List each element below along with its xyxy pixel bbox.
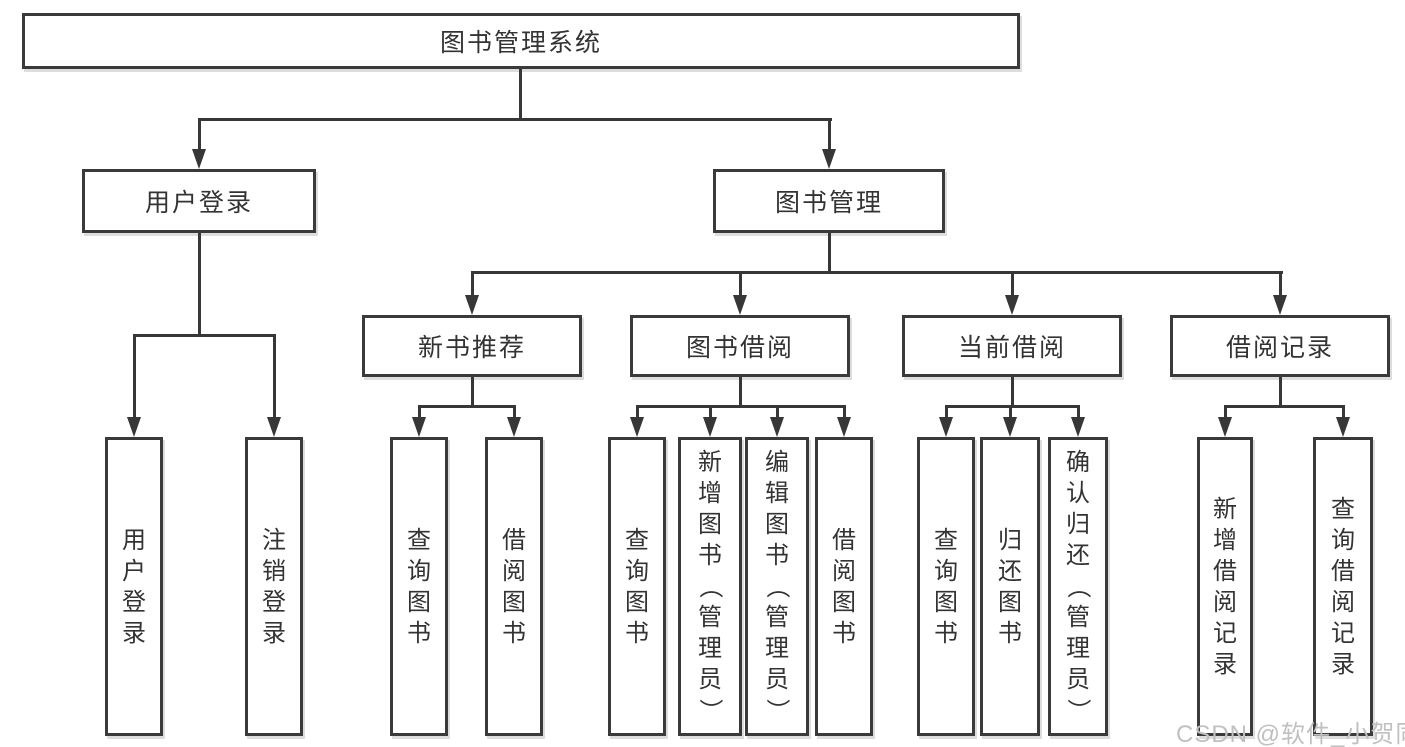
connector-line	[945, 405, 948, 421]
leaf-query-books-recommend: 查询图书	[390, 437, 448, 736]
connector-line	[198, 118, 201, 153]
connector-line	[843, 405, 846, 421]
connector-line	[471, 271, 1283, 274]
connector-arrowhead	[1273, 295, 1287, 315]
connector-line	[198, 118, 832, 121]
leaf-borrow-books: 借阅图书	[815, 437, 873, 736]
connector-line	[519, 69, 522, 118]
watermark: CSDN @软件_小贺同学	[1176, 721, 1405, 747]
connector-line	[1279, 271, 1282, 299]
connector-line	[198, 233, 201, 337]
connector-line	[133, 334, 136, 419]
connector-arrowhead	[822, 149, 836, 169]
connector-line	[1009, 405, 1012, 421]
connector-line	[828, 118, 831, 153]
leaf-return-book: 归还图书	[980, 437, 1040, 736]
connector-line	[1077, 405, 1080, 421]
connector-arrowhead	[1071, 417, 1085, 437]
connector-line	[513, 405, 516, 421]
connector-arrowhead	[267, 417, 281, 437]
connector-arrowhead	[1218, 417, 1232, 437]
connector-line	[636, 405, 845, 408]
node-book-borrow: 图书借阅	[630, 315, 850, 377]
connector-arrowhead	[703, 417, 717, 437]
leaf-logout-login: 注销登录	[245, 437, 303, 736]
connector-line	[1279, 377, 1282, 408]
connector-arrowhead	[507, 417, 521, 437]
connector-arrowhead	[412, 417, 426, 437]
connector-arrowhead	[630, 417, 644, 437]
node-current-borrow: 当前借阅	[902, 315, 1122, 377]
connector-arrowhead	[1005, 295, 1019, 315]
node-user-login: 用户登录	[82, 169, 316, 233]
leaf-borrow-books-recommend: 借阅图书	[485, 437, 543, 736]
leaf-add-borrow-record: 新增借阅记录	[1197, 437, 1253, 736]
leaf-query-borrow-record: 查询借阅记录	[1313, 437, 1373, 736]
connector-line	[828, 233, 831, 274]
connector-line	[133, 334, 276, 337]
connector-arrowhead	[733, 295, 747, 315]
connector-arrowhead	[127, 417, 141, 437]
connector-line	[471, 271, 474, 299]
connector-line	[709, 405, 712, 421]
node-root: 图书管理系统	[22, 13, 1020, 69]
connector-arrowhead	[837, 417, 851, 437]
connector-line	[1011, 377, 1014, 408]
connector-line	[945, 405, 1079, 408]
connector-line	[1224, 405, 1227, 421]
connector-line	[739, 271, 742, 299]
connector-line	[1342, 405, 1345, 421]
leaf-confirm-return-admin: 确认归还（管理员）	[1048, 437, 1108, 736]
connector-line	[776, 405, 779, 421]
connector-line	[1011, 271, 1014, 299]
node-new-book-recommend: 新书推荐	[362, 315, 582, 377]
connector-arrowhead	[770, 417, 784, 437]
leaf-edit-book-admin: 编辑图书（管理员）	[745, 437, 809, 736]
connector-line	[418, 405, 516, 408]
leaf-add-book-admin: 新增图书（管理员）	[678, 437, 742, 736]
connector-line	[418, 405, 421, 421]
leaf-query-books-borrow: 查询图书	[608, 437, 666, 736]
leaf-query-books-current: 查询图书	[917, 437, 975, 736]
connector-arrowhead	[192, 149, 206, 169]
connector-line	[1224, 405, 1344, 408]
node-borrow-records: 借阅记录	[1170, 315, 1390, 377]
connector-line	[273, 334, 276, 419]
leaf-user-login: 用户登录	[105, 437, 163, 736]
connector-arrowhead	[939, 417, 953, 437]
connector-arrowhead	[1003, 417, 1017, 437]
connector-line	[739, 377, 742, 408]
connector-line	[471, 377, 474, 408]
connector-arrowhead	[1336, 417, 1350, 437]
connector-line	[636, 405, 639, 421]
node-book-management: 图书管理	[713, 169, 945, 233]
connector-arrowhead	[465, 295, 479, 315]
